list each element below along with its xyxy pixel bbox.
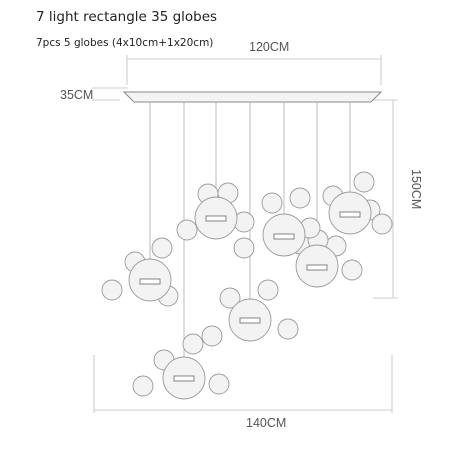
product-subtitle: 7pcs 5 globes (4x10cm+1x20cm) [36, 37, 214, 49]
globe-cluster-d [201, 279, 299, 347]
globe-cluster-c [176, 182, 255, 241]
globe-cluster-g [322, 171, 393, 235]
dimension-lines [92, 55, 398, 413]
globe-cluster-e [233, 187, 321, 259]
height-label: 150CM [409, 169, 423, 210]
width-bottom-label: 140CM [246, 416, 287, 430]
product-title: 7 light rectangle 35 globes [36, 9, 218, 25]
width-top-label: 120CM [249, 40, 290, 54]
globe-cluster-a [101, 237, 179, 307]
canopy-depth-label: 35CM [60, 88, 94, 102]
canopy-plate [122, 91, 383, 103]
globe-cluster-b [132, 333, 230, 400]
